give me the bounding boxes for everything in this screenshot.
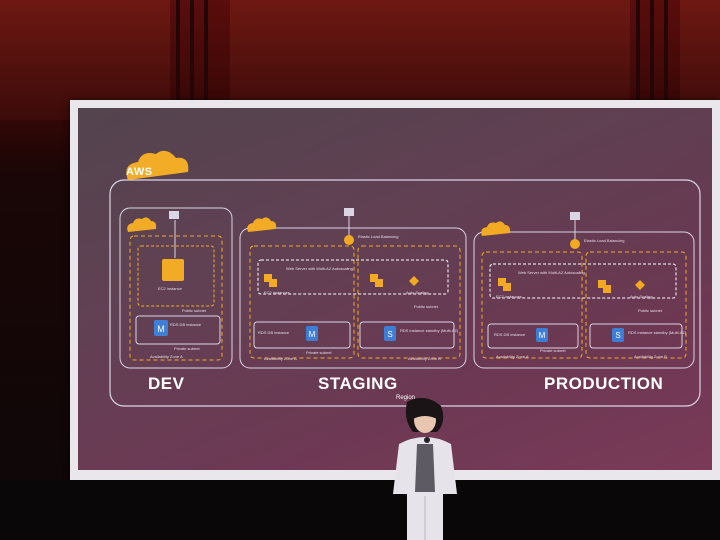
production-standby-label: RDS instance standby (Multi-AZ) bbox=[628, 330, 687, 335]
staging-web-label: Web Server with Multi-AZ Autoscaling bbox=[286, 266, 353, 271]
staging-rds-label: RDS DB instance bbox=[258, 330, 290, 335]
dev-rds-label: RDS DB instance bbox=[170, 322, 202, 327]
wall-slat bbox=[636, 0, 640, 110]
staging-elb-label: Elastic Load Balancing bbox=[358, 234, 399, 239]
production-rds-label: RDS DB instance bbox=[494, 332, 526, 337]
production-ec2-label: EC2 instances bbox=[496, 294, 522, 299]
staging-standby-label: RDS instance standby (Multi-AZ) bbox=[400, 328, 459, 333]
architecture-diagram: M M S bbox=[78, 108, 712, 470]
staging-az-b-label: Availability Zone B bbox=[408, 356, 441, 361]
env-label-staging: STAGING bbox=[318, 374, 398, 393]
presenter-figure bbox=[393, 398, 457, 540]
wall-slat bbox=[204, 0, 208, 110]
dev-private-subnet-label: Private subnet bbox=[174, 346, 200, 351]
production-public-subnet-label: Public subnet bbox=[638, 308, 663, 313]
aws-badge-label: AWS bbox=[126, 166, 153, 178]
staging-public-subnet-label: Public subnet bbox=[414, 304, 439, 309]
env-label-production: PRODUCTION bbox=[544, 374, 664, 393]
wall-slat bbox=[650, 0, 654, 110]
dev-public-subnet-label: Public subnet bbox=[182, 308, 207, 313]
production-private-subnet-label: Private subnet bbox=[540, 348, 566, 353]
production-autoscaling-label: Auto Scaling bbox=[630, 294, 653, 299]
wall-slat bbox=[664, 0, 668, 110]
stage-floor bbox=[0, 480, 720, 540]
wall-slat bbox=[190, 0, 194, 110]
production-az-b-label: Availability Zone B bbox=[634, 354, 667, 359]
env-label-dev: DEV bbox=[148, 374, 185, 393]
presentation-slide: M M S bbox=[78, 108, 712, 470]
dev-az-label: Availability Zone A bbox=[150, 354, 183, 359]
production-web-label: Web Server with Multi-AZ Autoscaling bbox=[518, 270, 585, 275]
staging-autoscaling-label: Auto Scaling bbox=[406, 290, 429, 295]
wall-slat bbox=[176, 0, 180, 110]
dev-ec2-label: EC2 instance bbox=[158, 286, 182, 291]
staging-private-subnet-label: Private subnet bbox=[306, 350, 332, 355]
region-label: Region bbox=[396, 395, 416, 401]
production-elb-label: Elastic Load Balancing bbox=[584, 238, 625, 243]
staging-ec2-label: EC2 instances bbox=[264, 290, 290, 295]
staging-az-a-label: Availability Zone A bbox=[264, 356, 297, 361]
projection-screen: M M S bbox=[70, 100, 720, 480]
production-az-a-label: Availability Zone A bbox=[496, 354, 529, 359]
